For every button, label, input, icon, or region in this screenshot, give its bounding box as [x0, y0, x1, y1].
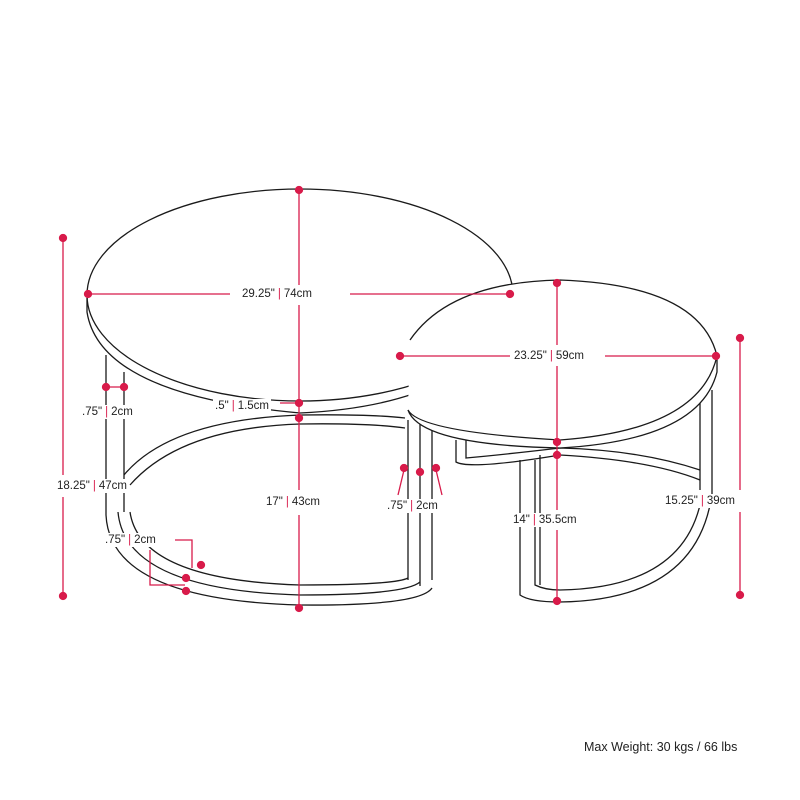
separator: | — [285, 496, 289, 508]
separator: | — [231, 400, 235, 412]
separator: | — [128, 534, 132, 546]
small-leg-width-label: .75"|2cm — [385, 499, 440, 513]
separator: | — [532, 514, 536, 526]
small-diameter-label: 23.25"|59cm — [512, 349, 586, 363]
dimension-lines — [58, 185, 745, 613]
separator: | — [105, 406, 109, 418]
separator: | — [700, 495, 704, 507]
large-total-height-label: 18.25"|47cm — [55, 479, 129, 493]
large-base-ring-label: .75"|2cm — [103, 533, 158, 547]
large-leg-width-label: .75"|2cm — [80, 405, 135, 419]
small-clearance-label: 14"|35.5cm — [511, 513, 579, 527]
max-weight-note: Max Weight: 30 kgs / 66 lbs — [584, 740, 738, 754]
small-table-drawing — [407, 279, 718, 603]
large-top-thickness-label: .5"|1.5cm — [213, 399, 272, 413]
separator: | — [410, 500, 414, 512]
separator: | — [92, 480, 96, 492]
large-diameter-label: 29.25"|74cm — [240, 287, 314, 301]
separator: | — [549, 350, 553, 362]
large-clearance-label: 17"|43cm — [264, 495, 322, 509]
small-total-height-label: 15.25"|39cm — [663, 494, 737, 508]
separator: | — [277, 288, 281, 300]
